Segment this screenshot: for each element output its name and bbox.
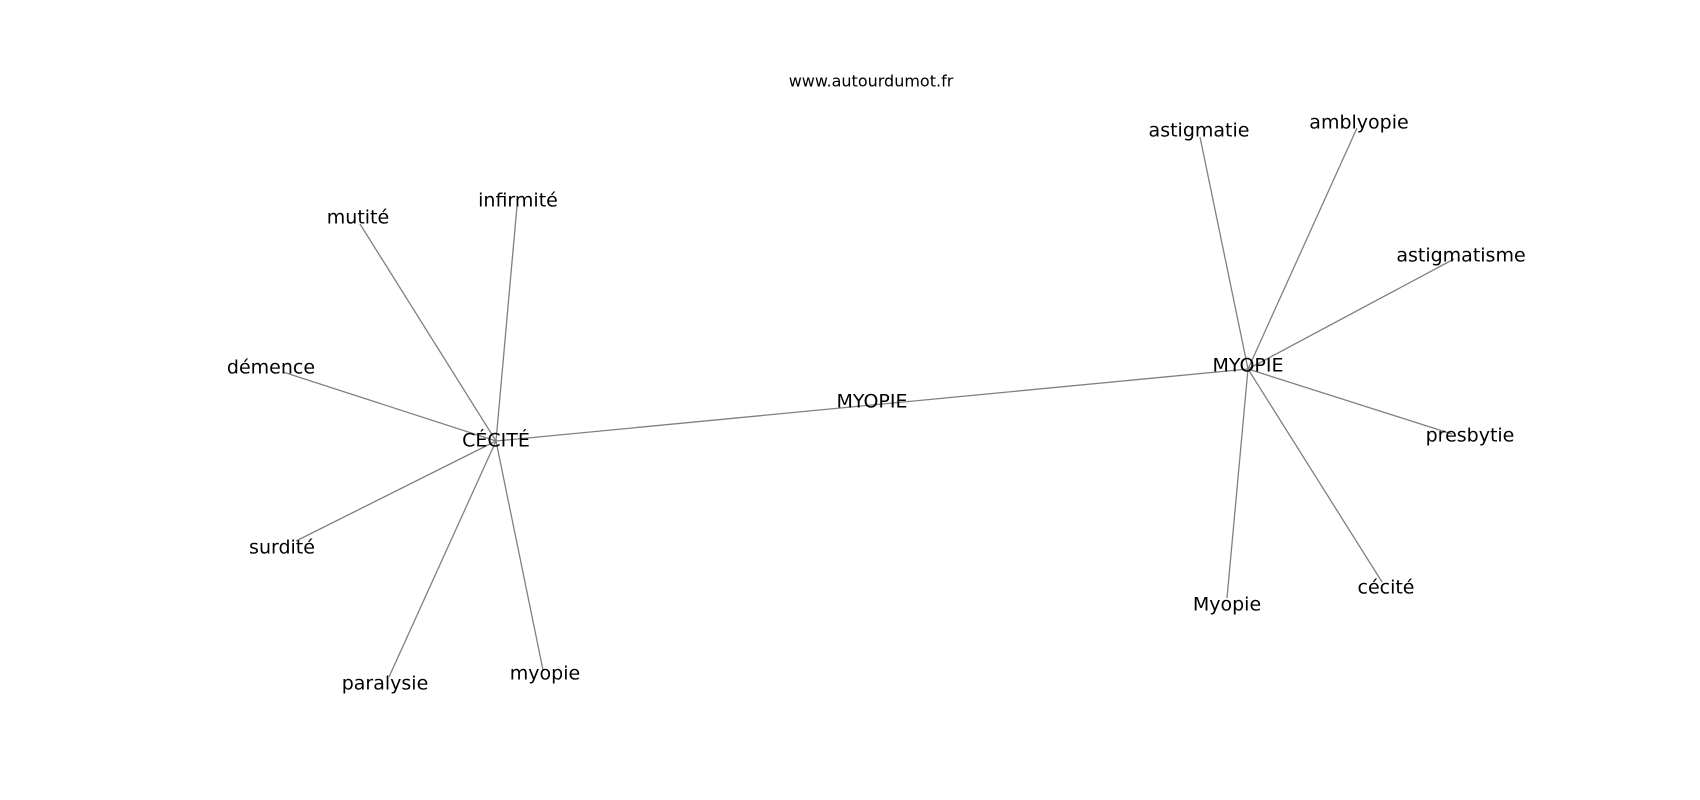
node-label-demence: démence (227, 357, 315, 379)
edge-hub_cecite-mutite (359, 223, 497, 442)
edges-layer (282, 127, 1455, 678)
labels-layer: MYOPIE CÉCITÉ MYOPIE mutité infirmité démence… (227, 112, 1526, 695)
node-label-astigmatisme: astigmatisme (1396, 245, 1525, 267)
watermark-text: www.autourdumot.fr (789, 72, 954, 91)
node-label-center: MYOPIE (837, 391, 908, 413)
node-label-mutite: mutité (327, 207, 389, 229)
node-label-astigmatie: astigmatie (1149, 120, 1250, 142)
node-label-cecite_small: cécité (1358, 577, 1415, 599)
edge-hub_myopie-astigmatie (1199, 136, 1249, 370)
edge-hub_cecite-hub_myopie (495, 368, 1249, 442)
edge-hub_myopie-cecite_small (1247, 368, 1383, 583)
node-label-hub_myopie: MYOPIE (1213, 355, 1284, 377)
edge-hub_cecite-infirmite (495, 205, 518, 442)
edge-hub_myopie-astigmatisme (1247, 258, 1455, 370)
edge-hub_cecite-paralysie (388, 440, 497, 678)
node-label-hub_cecite: CÉCITÉ (462, 429, 530, 452)
edge-hub_myopie-Myopie_cap (1226, 368, 1249, 599)
node-label-infirmite: infirmité (478, 190, 558, 212)
edge-hub_myopie-presbytie (1247, 368, 1453, 435)
node-label-Myopie_cap: Myopie (1193, 594, 1261, 616)
node-label-paralysie: paralysie (342, 673, 429, 695)
node-label-presbytie: presbytie (1426, 425, 1515, 447)
edge-hub_cecite-demence (282, 371, 497, 442)
node-label-amblyopie: amblyopie (1309, 112, 1408, 134)
edge-hub_cecite-surdite (295, 440, 497, 542)
edge-hub_myopie-amblyopie (1247, 127, 1358, 370)
node-label-myopie_small: myopie (510, 663, 580, 685)
node-label-surdite: surdité (249, 537, 315, 559)
edge-hub_cecite-myopie_small (495, 440, 544, 671)
